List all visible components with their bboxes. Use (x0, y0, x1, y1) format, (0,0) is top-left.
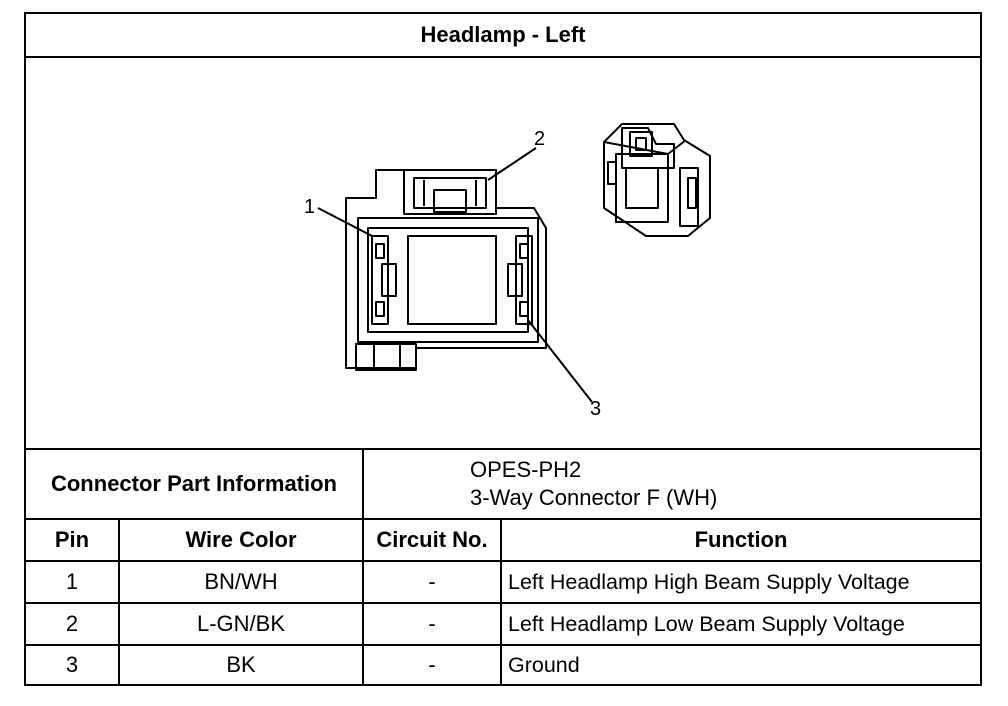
divider (26, 518, 980, 520)
table-cell-pin: 2 (65, 611, 79, 636)
connector-description: 3-Way Connector F (WH) (470, 485, 718, 510)
table-cell-wire-color: BN/WH (204, 569, 278, 594)
connector-diagram: 1 2 3 (26, 58, 980, 450)
column-header-pin: Pin (54, 527, 90, 552)
callout-2: 2 (534, 128, 546, 150)
leader-line-3 (527, 319, 593, 403)
page-title: Headlamp - Left (26, 14, 980, 58)
connector-info-value: OPES-PH2 3-Way Connector F (WH) (364, 450, 980, 518)
table-cell-circuit: - (428, 611, 436, 636)
column-header-function: Function (694, 527, 788, 552)
connector-front-view (317, 147, 593, 403)
callout-3: 3 (590, 398, 602, 420)
table-cell-function: Left Headlamp High Beam Supply Voltage (508, 569, 910, 594)
connector-part-number: OPES-PH2 (470, 457, 582, 482)
table-cell-function: Left Headlamp Low Beam Supply Voltage (508, 611, 905, 636)
table-cell-pin: 1 (65, 569, 79, 594)
divider (500, 520, 502, 684)
connector-iso-view (603, 123, 711, 237)
table-cell-circuit: - (428, 569, 436, 594)
divider (26, 560, 980, 562)
connector-end-view-sheet: Headlamp - Left (24, 12, 982, 686)
leader-line-2 (487, 147, 537, 181)
connector-drawing (317, 123, 711, 403)
divider (26, 644, 980, 646)
table-cell-function: Ground (508, 652, 580, 677)
divider (26, 602, 980, 604)
divider (362, 450, 364, 518)
table-cell-wire-color: BK (226, 652, 256, 677)
column-header-wire-color: Wire Color (185, 527, 297, 552)
connector-info-label: Connector Part Information (50, 471, 337, 496)
divider (118, 520, 120, 684)
callout-1: 1 (304, 196, 316, 218)
leader-line-1 (317, 207, 373, 237)
table-cell-wire-color: L-GN/BK (196, 611, 286, 636)
table-cell-circuit: - (428, 652, 436, 677)
divider (362, 520, 364, 684)
table-cell-pin: 3 (65, 652, 79, 677)
column-header-circuit: Circuit No. (376, 527, 488, 552)
